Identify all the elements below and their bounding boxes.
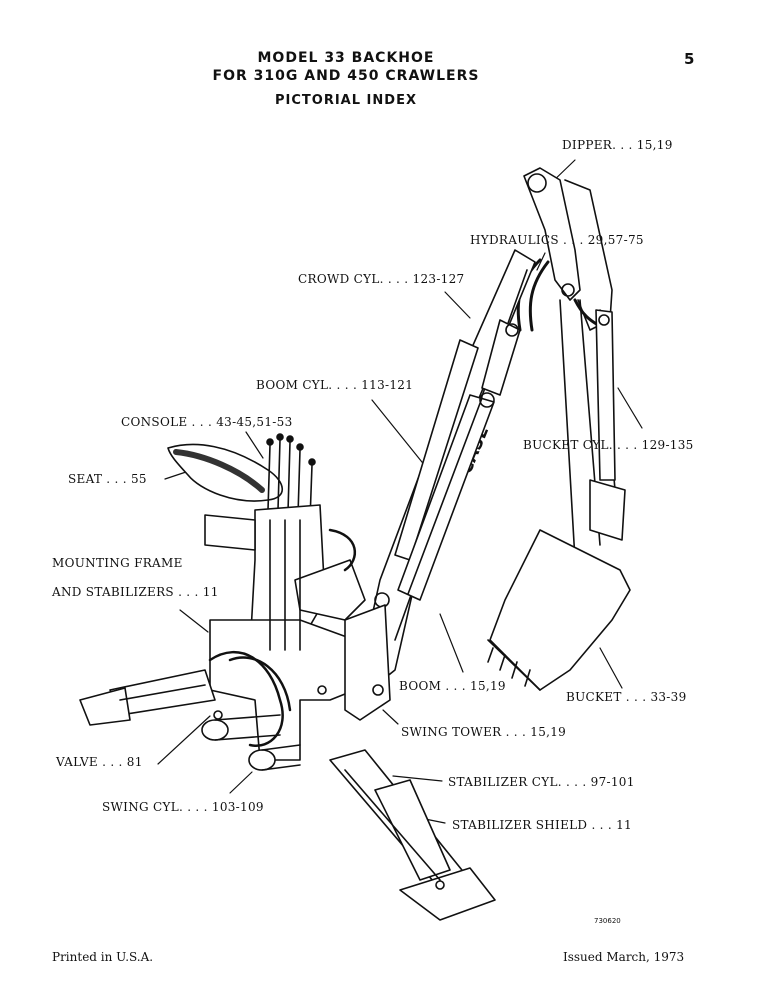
callout-bucket-cyl: BUCKET CYL. . . . 129-135 — [523, 438, 694, 452]
bucket — [487, 529, 631, 691]
left-stabilizer — [79, 669, 216, 726]
title-model: MODEL 33 BACKHOE — [257, 50, 435, 66]
callout-dipper: DIPPER. . . 15,19 — [562, 138, 673, 152]
callout-crowd-cyl: CROWD CYL. . . . 123-127 — [298, 272, 465, 286]
footer-issued: Issued March, 1973 — [563, 950, 685, 964]
callout-bucket: BUCKET . . . 33-39 — [566, 690, 687, 704]
mounting-frame — [204, 504, 366, 761]
title-crawlers: FOR 310G AND 450 CRAWLERS — [212, 68, 480, 84]
callout-swing-tower: SWING TOWER . . . 15,19 — [401, 725, 567, 739]
leader-lines — [157, 159, 643, 824]
callout-stabilizer-cyl: STABILIZER CYL. . . . 97-101 — [448, 775, 635, 789]
page-number: 5 — [684, 50, 695, 68]
callout-seat: SEAT . . . 55 — [68, 472, 147, 486]
seat — [167, 443, 284, 502]
callout-mounting-frame: MOUNTING FRAME — [52, 556, 183, 570]
image-code: 730620 — [594, 917, 621, 925]
callout-hydraulics: HYDRAULICS . . . 29,57-75 — [470, 233, 644, 247]
swing-cylinders — [201, 714, 301, 771]
callout-swing-cyl: SWING CYL. . . . 103-109 — [102, 800, 264, 814]
callout-console: CONSOLE . . . 43-45,51-53 — [121, 415, 293, 429]
right-stabilizer — [329, 749, 496, 921]
swing-tower — [344, 604, 391, 721]
callout-stabilizer-shield: STABILIZER SHIELD . . . 11 — [452, 818, 632, 832]
callout-valve: VALVE . . . 81 — [56, 755, 143, 769]
footer-printed: Printed in U.S.A. — [52, 950, 154, 964]
callout-boom-cyl: BOOM CYL. . . . 113-121 — [256, 378, 414, 392]
bucket-cylinder — [589, 309, 626, 541]
boom-cylinder — [397, 392, 495, 601]
valve-hoses — [208, 528, 357, 748]
callout-boom: BOOM . . . 15,19 — [399, 679, 506, 693]
title-pictorial-index: PICTORIAL INDEX — [275, 93, 417, 108]
callout-stabilizers: AND STABILIZERS . . . 11 — [52, 585, 219, 599]
